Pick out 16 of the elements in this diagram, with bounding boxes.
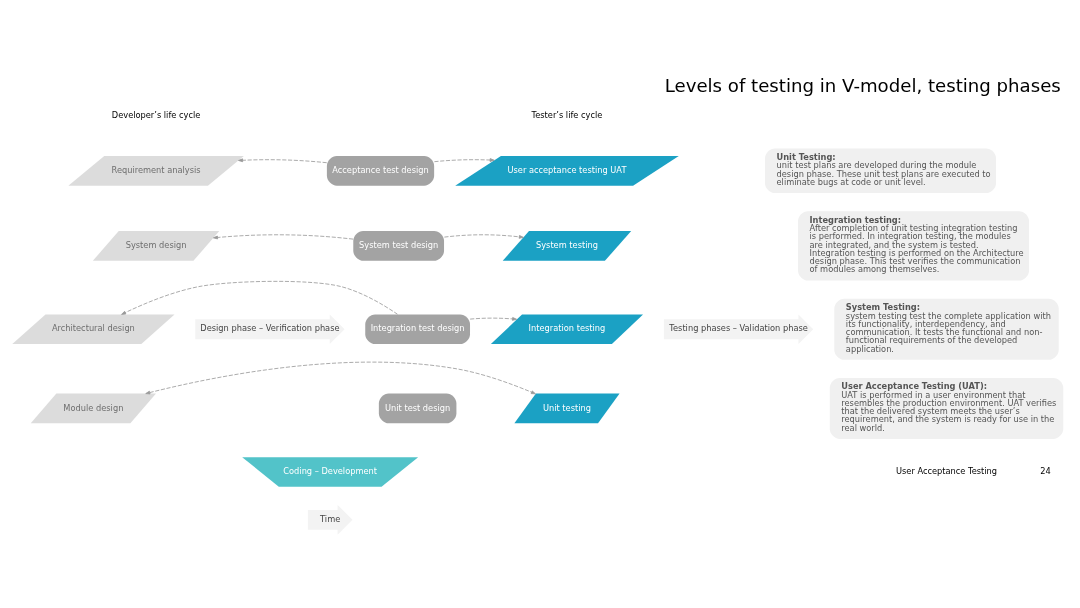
arrow — [238, 157, 328, 163]
node-box: Integration test design — [365, 313, 471, 344]
arrow — [145, 361, 536, 394]
arrow — [469, 316, 518, 321]
label: Developer’s life cycle — [111, 109, 201, 120]
node-box: System test design — [353, 230, 445, 261]
arrow — [434, 157, 495, 162]
node-box: Acceptance test design — [326, 155, 435, 186]
arrow — [443, 233, 524, 239]
label: Tester’s life cycle — [531, 109, 603, 120]
diagram-title: Levels of testing in V-model, testing phases — [664, 74, 1061, 96]
arrow — [213, 233, 354, 240]
node-box: Unit test design — [378, 393, 457, 423]
arrow — [121, 280, 398, 315]
label: User Acceptance Testing — [895, 465, 998, 476]
label: 24 — [1040, 465, 1051, 476]
